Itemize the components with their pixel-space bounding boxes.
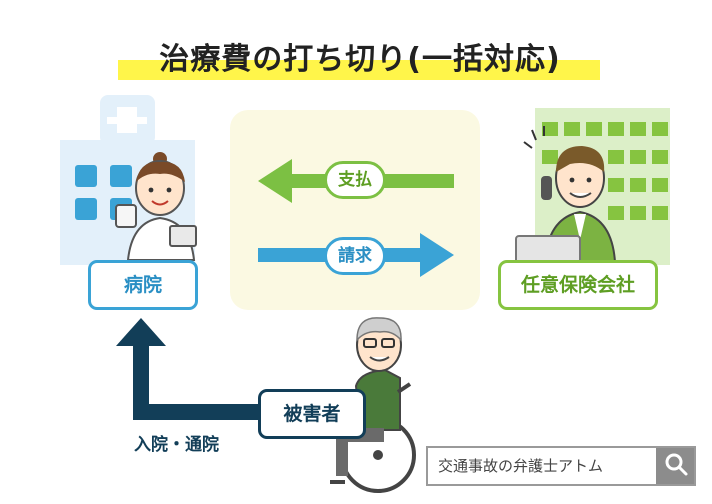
page-title: 治療費の打ち切り(一括対応) (159, 42, 561, 77)
flow-panel (230, 110, 480, 310)
businessman-figure (515, 126, 617, 267)
search-box[interactable]: 交通事故の弁護士アトム (426, 446, 696, 486)
search-text: 交通事故の弁護士アトム (438, 457, 604, 475)
nurse-figure (115, 152, 197, 261)
visit-arrow (116, 318, 263, 420)
search-button[interactable] (656, 448, 694, 484)
medicine-icon (115, 204, 137, 228)
hospital-label: 病院 (88, 260, 198, 310)
victim-figure (330, 317, 416, 493)
phone-icon (541, 176, 552, 200)
visit-label: 入院・通院 (134, 435, 219, 455)
payment-label: 支払 (324, 161, 386, 199)
victim-label: 被害者 (258, 389, 366, 439)
title-highlight (118, 60, 600, 80)
glasses-icon (363, 338, 377, 348)
claim-label: 請求 (324, 237, 386, 275)
insurer-label: 任意保険会社 (498, 260, 658, 310)
clipboard-icon (169, 225, 197, 247)
